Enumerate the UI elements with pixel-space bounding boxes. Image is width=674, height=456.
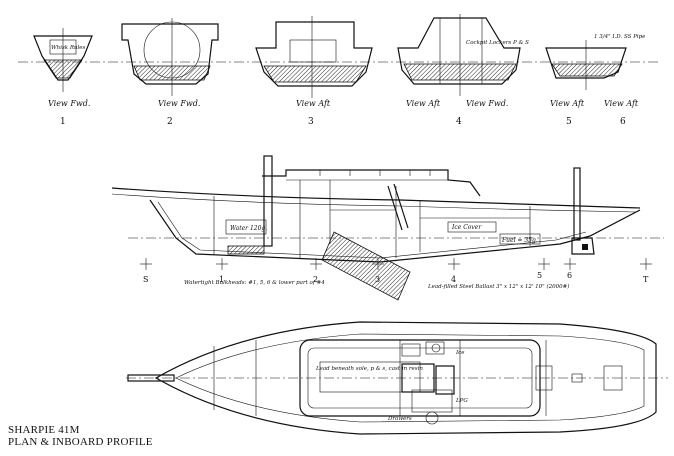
section-3-view-label: View Aft [296, 99, 331, 108]
sail-stowage-label: Lead beneath sole, p & s, cast in resin [315, 366, 423, 372]
section-6-inner-label: 1 3/4" I.D. SS Pipe [594, 34, 646, 40]
drawing-title: SHARPIE 41M [8, 424, 80, 436]
section-1-inner-label: Whisk Rules [51, 45, 86, 51]
station-3: 3 [375, 275, 380, 284]
section-4-view-left: View Aft [406, 99, 441, 108]
section-5-number: 5 [566, 117, 572, 127]
ballast-note: Lead-filled Steel Ballast 3" x 12" x 12'… [427, 283, 569, 290]
station-1: 1 [219, 275, 224, 284]
section-6: 1 3/4" I.D. SS Pipe View Aft View Aft 5 … [545, 34, 646, 127]
drawing-subtitle: PLAN & INBOARD PROFILE [8, 436, 153, 448]
drawing-title-block: SHARPIE 41M PLAN & INBOARD PROFILE [8, 424, 153, 448]
station-marks: S 1 2 3 4 5 6 T [140, 258, 652, 284]
section-4-view-right: View Fwd. [466, 99, 508, 108]
ice-cover-label: Ice Cover [451, 224, 482, 231]
plan-view: Lead beneath sole, p & s, cast in resin … [126, 321, 668, 435]
section-6-number: 6 [620, 117, 626, 127]
inboard-profile: Water 120g. Ice Cover Fuel = 35g. S 1 2 … [111, 155, 664, 301]
station-5: 5 [537, 271, 542, 280]
watertight-bulkheads-note: Watertight Bulkheads: #1, 5, 6 & lower p… [184, 280, 325, 286]
ice-label: Ice [455, 350, 465, 356]
lpg-label: LPG [455, 398, 468, 404]
section-4-number: 4 [456, 117, 462, 127]
section-2-view-label: View Fwd. [158, 99, 200, 108]
section-3-number: 3 [308, 117, 314, 127]
section-1: Whisk Rules View Fwd. 1 [33, 28, 93, 127]
section-views: Whisk Rules View Fwd. 1 View Fwd. 2 View… [18, 14, 660, 127]
section-1-number: 1 [60, 117, 66, 127]
section-1-view-label: View Fwd. [48, 99, 90, 108]
drawers-label: Drawers [387, 416, 412, 422]
station-s: S [143, 275, 148, 284]
fuel-tank-label: Fuel = 35g. [501, 237, 538, 244]
section-2: View Fwd. 2 [121, 18, 219, 127]
section-4-inner-label: Cockpit Lockers P & S [466, 40, 529, 46]
section-4: Cockpit Lockers P & S View Aft View Fwd.… [397, 14, 529, 127]
section-3: View Aft 3 [255, 16, 373, 127]
section-5-view-label: View Aft [550, 99, 585, 108]
section-2-number: 2 [167, 117, 173, 127]
station-t: T [643, 275, 649, 284]
section-6-view-label: View Aft [604, 99, 639, 108]
station-4: 4 [451, 275, 456, 284]
water-tank-label: Water 120g. [230, 225, 267, 232]
station-2: 2 [313, 275, 318, 284]
station-6: 6 [567, 271, 572, 280]
